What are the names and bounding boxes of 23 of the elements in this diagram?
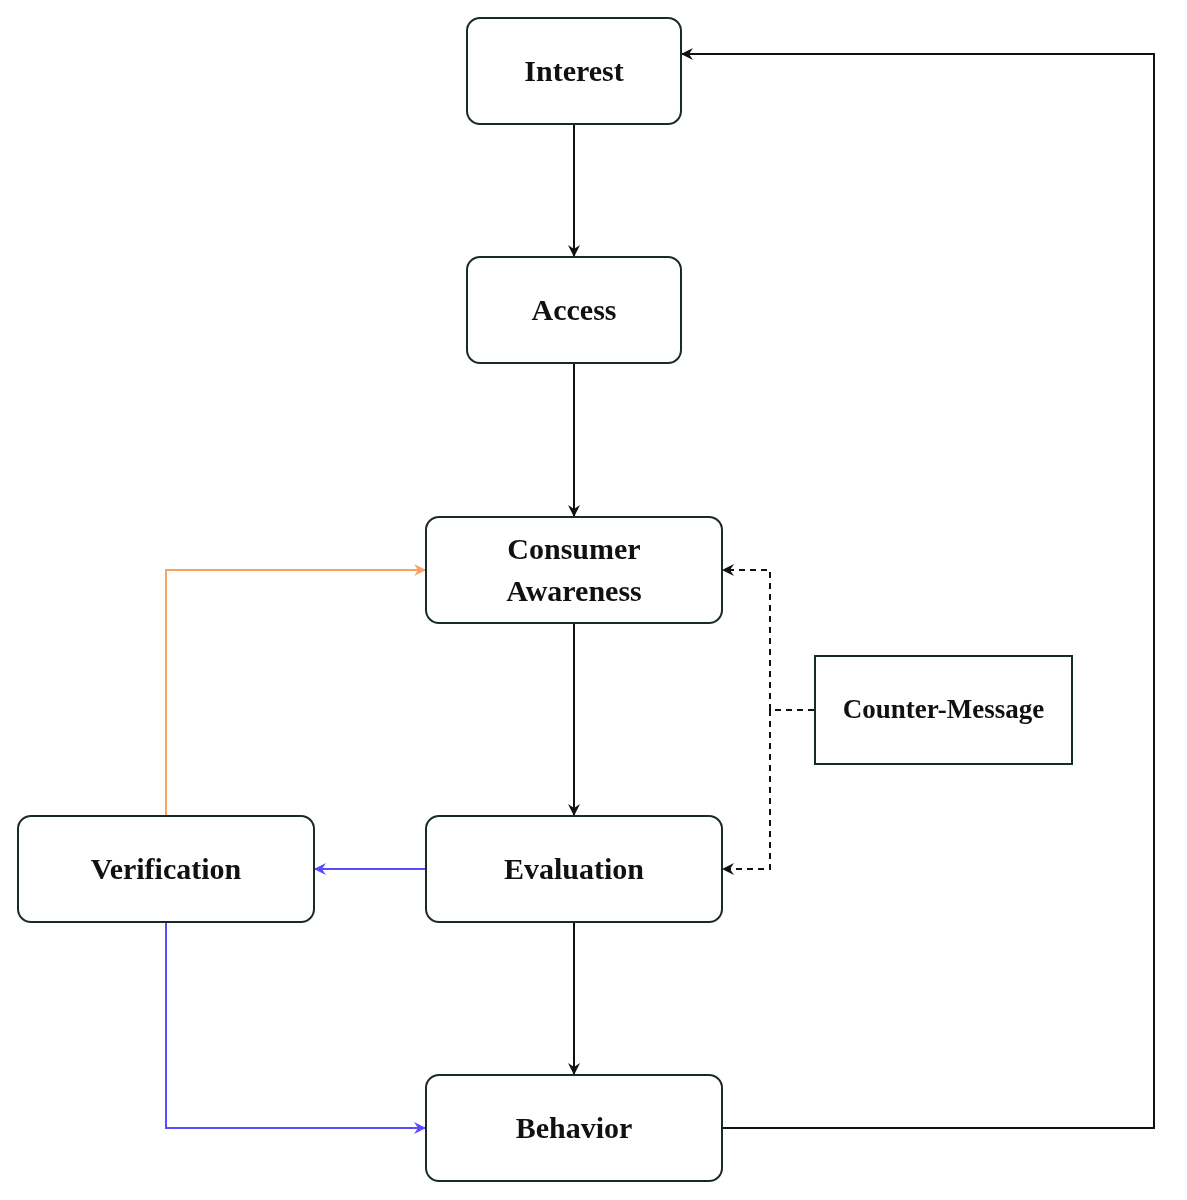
arrow (165, 564, 426, 816)
box-label: Evaluation (503, 851, 644, 887)
box-label: Interest (524, 53, 624, 89)
process-box (814, 655, 1073, 765)
arrow (568, 363, 580, 517)
process-box (466, 256, 682, 364)
box-label: Behavior (515, 1110, 633, 1146)
arrow (681, 48, 1155, 1129)
process-box (425, 815, 723, 923)
process-box (466, 17, 682, 125)
box-label: Access (531, 292, 617, 328)
process-box (17, 815, 315, 923)
box-label: Consumer Awareness (505, 531, 643, 609)
arrow (568, 922, 580, 1075)
box-label: Verification (90, 851, 242, 887)
arrow (568, 623, 580, 816)
arrow (314, 863, 426, 875)
box-label: Counter-Message (842, 693, 1045, 727)
arrow (568, 124, 580, 257)
arrow (165, 922, 426, 1134)
arrow (722, 709, 815, 875)
process-box (425, 516, 723, 624)
process-box (425, 1074, 723, 1182)
